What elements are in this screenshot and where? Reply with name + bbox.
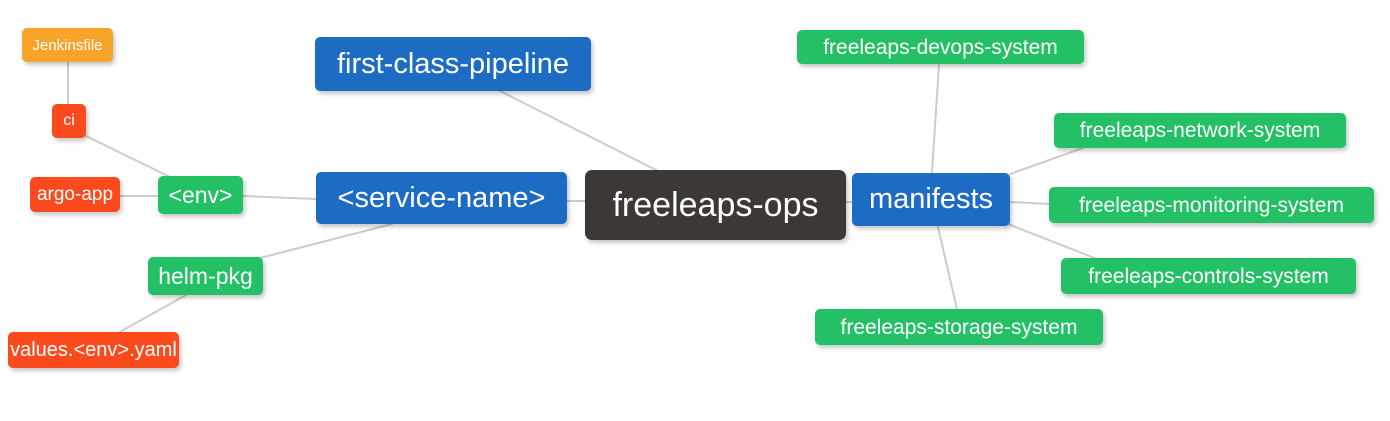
edge-manifests-monitoring-system <box>1009 201 1050 205</box>
node-service-name[interactable]: <service-name> <box>316 172 567 224</box>
edge-manifests-network-system <box>1009 147 1084 175</box>
node-freeleaps-storage-system[interactable]: freeleaps-storage-system <box>815 309 1103 345</box>
node-first-class-pipeline[interactable]: first-class-pipeline <box>315 37 591 91</box>
node-freeleaps-ops-root[interactable]: freeleaps-ops <box>585 170 846 240</box>
edge-manifests-controls-system <box>1007 223 1098 260</box>
node-freeleaps-network-system[interactable]: freeleaps-network-system <box>1054 113 1346 148</box>
node-helm-pkg[interactable]: helm-pkg <box>148 257 263 295</box>
edge-manifests-storage-system <box>937 226 958 310</box>
edge-manifests-devops-system <box>931 63 940 174</box>
node-env[interactable]: <env> <box>158 176 243 214</box>
node-freeleaps-devops-system[interactable]: freeleaps-devops-system <box>797 30 1084 64</box>
node-freeleaps-monitoring-system[interactable]: freeleaps-monitoring-system <box>1049 187 1374 223</box>
node-ci[interactable]: ci <box>52 104 86 138</box>
node-manifests[interactable]: manifests <box>852 173 1010 226</box>
node-jenkinsfile[interactable]: Jenkinsfile <box>22 28 113 62</box>
edge-env-service-name <box>242 195 317 200</box>
node-argo-app[interactable]: argo-app <box>30 177 120 212</box>
node-values-env-yaml[interactable]: values.<env>.yaml <box>8 332 179 368</box>
edge-values-yaml-helm-pkg <box>117 294 187 334</box>
node-freeleaps-controls-system[interactable]: freeleaps-controls-system <box>1061 258 1356 294</box>
edge-first-class-pipeline-root <box>499 90 661 173</box>
edge-helm-pkg-service-name <box>259 223 393 259</box>
edge-ci-env <box>83 134 173 179</box>
